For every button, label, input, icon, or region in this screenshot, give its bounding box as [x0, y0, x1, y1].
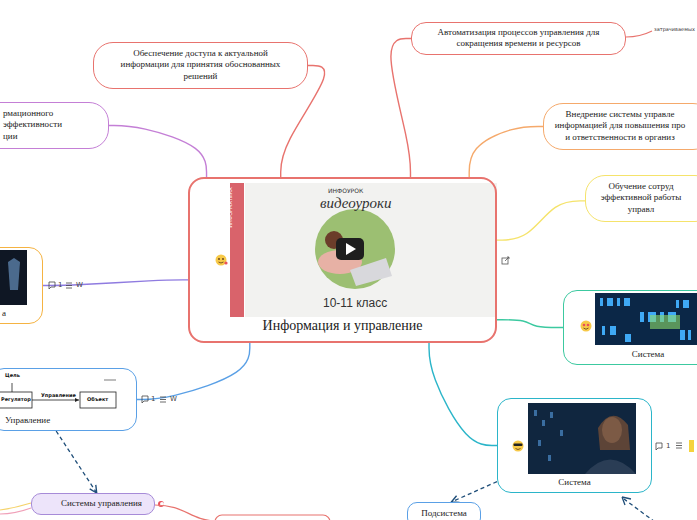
topic-text: Информация и управление: [263, 317, 423, 335]
person-body: [585, 460, 636, 475]
picture-marks: [534, 410, 563, 461]
branch-topic: Система: [563, 290, 697, 365]
emoji: [216, 255, 228, 266]
topic-text: рмационного эффективности ции: [3, 108, 63, 142]
image-label: затрачиваемых: [654, 27, 695, 32]
topic-text: Обучение сотруд эффективной работы управ…: [597, 181, 685, 215]
branch-topic: Обеспечение доступа к актуальной информа…: [93, 42, 308, 89]
person-picture: [528, 403, 636, 474]
branch-connector: [43, 280, 188, 286]
topic-text: Система: [558, 477, 590, 488]
control-arrowhead: [75, 398, 79, 402]
image-label: Объект: [87, 397, 108, 402]
image-label: Цель: [5, 373, 20, 378]
branch-connector: [497, 320, 563, 328]
binary-glow: [650, 315, 680, 329]
dark-picture: [0, 250, 27, 305]
branch-connector: [391, 39, 411, 178]
branch-topic: Системы управления: [31, 493, 155, 515]
color-tag: [689, 440, 694, 452]
topic-text: Автоматизация процессов управления для с…: [426, 27, 611, 50]
laptop: [350, 258, 392, 286]
branch-topic: Система: [497, 398, 652, 493]
topic-text: Системы управления: [61, 498, 142, 509]
emoji: [581, 321, 592, 332]
list-icon: [676, 443, 682, 448]
link-icon: [502, 257, 509, 264]
branch-connector: [497, 201, 585, 240]
dashed-link: [624, 499, 655, 520]
status-icon: [158, 501, 164, 507]
image-label: W: [170, 396, 177, 403]
topic-text: Система: [632, 349, 664, 360]
branch-topic: Внедрение системы управле информацией дл…: [543, 103, 697, 150]
image-label: 1: [666, 443, 670, 450]
branch-line: [155, 505, 215, 520]
image-label: 1: [58, 282, 62, 289]
topic-text: Обеспечение доступа к актуальной информа…: [121, 48, 281, 82]
thumbnail: [245, 183, 497, 317]
branch-topic: Обучение сотруд эффективной работы управ…: [585, 175, 697, 222]
comment-icon: [49, 282, 55, 289]
topic-text: Внедрение системы управле информацией дл…: [554, 109, 686, 143]
play-triangle: [346, 243, 356, 255]
image-label: Управление: [41, 393, 76, 398]
branch-line: [626, 31, 652, 37]
person-hair: [598, 416, 630, 450]
image-label: W: [76, 282, 83, 289]
comment-icon: [656, 443, 662, 450]
dashed-arrow: [56, 431, 97, 493]
goal-arrow: [12, 383, 13, 392]
branch-topic: Подсистема: [407, 502, 481, 520]
branch-topic: рмационного эффективности ции: [0, 102, 109, 149]
comment-icon: [142, 396, 148, 403]
regulator-box: [0, 392, 32, 408]
list-icon: [66, 283, 72, 288]
binary-picture: [595, 293, 697, 345]
branch-line: [0, 508, 31, 514]
image-label: ИНФОРМАТИКА: [228, 187, 233, 227]
picture-figure: [8, 258, 20, 290]
play-button: [336, 238, 364, 260]
partial-box: [215, 515, 330, 520]
branch-connector: [137, 343, 250, 400]
list-icon: [160, 397, 166, 402]
photo-circle: [315, 209, 395, 289]
image-label: 10-11 класс: [323, 297, 387, 309]
topic-text: Подсистема: [421, 508, 467, 519]
branch-topic: а: [0, 247, 43, 324]
topic-text: Управление: [5, 415, 50, 426]
branch-connector: [109, 126, 207, 178]
topic-text: а: [2, 308, 6, 319]
binary-marks: [600, 298, 691, 342]
dashed-arrow: [451, 482, 497, 502]
emoji: [513, 441, 524, 452]
branch-topic: Автоматизация процессов управления для с…: [411, 22, 626, 55]
control-diagram: [0, 370, 122, 412]
image-label: Регулятор: [1, 397, 31, 402]
image-label: 1: [151, 396, 155, 403]
branch-line: [0, 503, 31, 510]
branch-connector: [469, 127, 543, 178]
diagram-stub: [104, 380, 116, 381]
control-arrow: [32, 400, 79, 401]
image-label: ИНФОУРОК: [328, 188, 363, 194]
branch-connector: [429, 343, 497, 446]
dashed-arrowhead: [622, 497, 631, 505]
image-label: видеоуроки: [320, 196, 391, 211]
object-box: [80, 392, 116, 408]
